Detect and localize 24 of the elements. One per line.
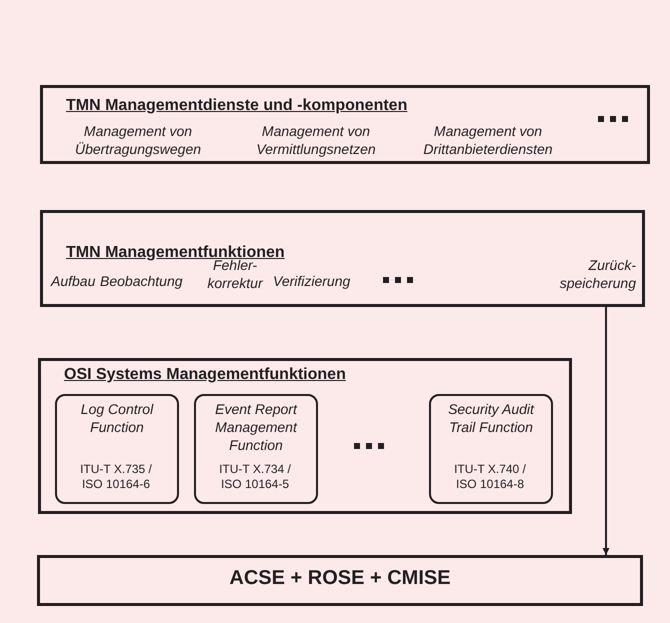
function-box (194, 394, 318, 504)
item-label: Security Audit Trail Function (447, 400, 536, 436)
layer-box (40, 85, 650, 164)
function-box (55, 394, 179, 504)
protocol-label: ACSE + ROSE + CMISE (228, 569, 452, 587)
function-box (429, 394, 553, 504)
item-label: Log Control Function (80, 400, 154, 436)
item-label: Beobachtung (100, 272, 184, 290)
layer-box (38, 358, 572, 514)
standard-reference: ITU-T X.735 / ISO 10164-6 (79, 462, 153, 492)
standard-reference: ITU-T X.740 / ISO 10164-8 (453, 462, 527, 492)
heading: TMN Managementdienste und -komponenten (66, 97, 408, 115)
item-label: Management von Vermittlungsnetzen (255, 122, 377, 158)
heading: TMN Managementfunktionen (66, 244, 285, 261)
layer-box (37, 555, 643, 606)
item-label: Management von Drittanbieterdiensten (422, 122, 554, 158)
standard-reference: ITU-T X.734 / ISO 10164-5 (218, 462, 292, 492)
item-label: Verifizierung (273, 272, 352, 290)
item-label: Management von Übertragungswegen (74, 122, 202, 158)
heading: OSI Systems Managementfunktionen (64, 366, 346, 384)
item-label: Event Report Management Function (214, 400, 298, 454)
layer-box (40, 210, 645, 307)
item-label: Zurück- speicherung (558, 256, 636, 292)
arrow (602, 307, 610, 555)
